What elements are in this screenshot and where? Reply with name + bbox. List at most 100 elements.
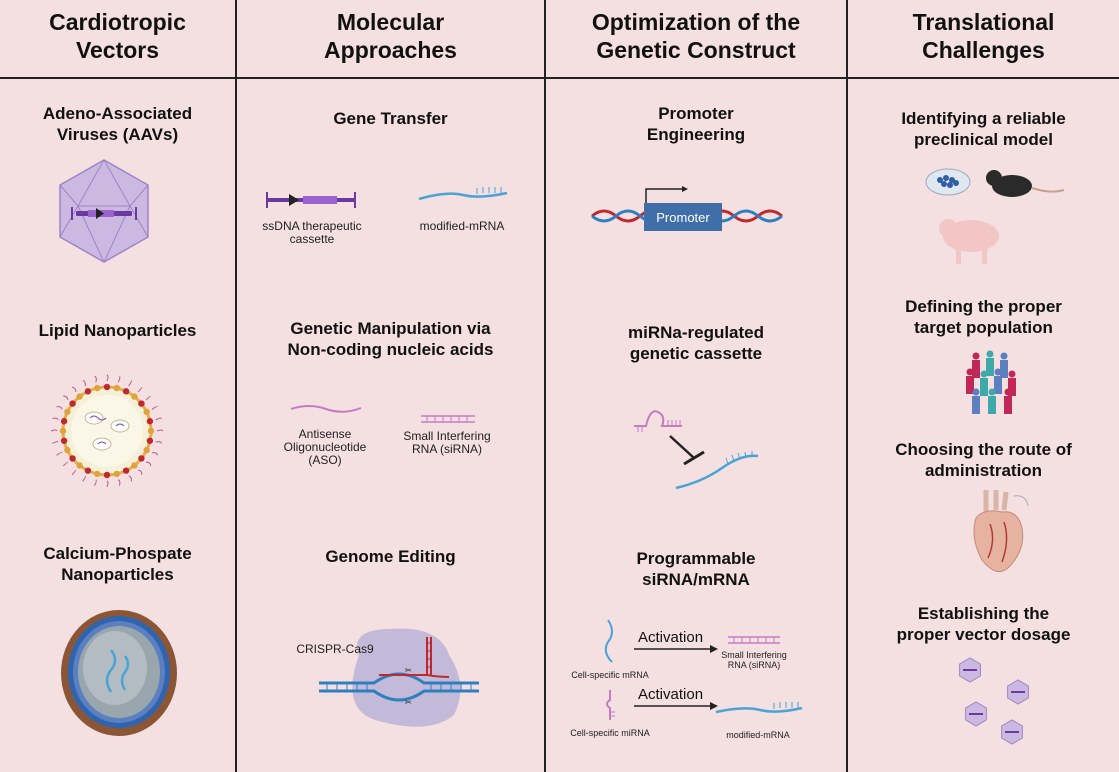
- section-title-aav: Adeno-Associated Viruses (AAVs): [42, 104, 193, 144]
- lipid-head: [146, 437, 154, 444]
- peg-chain: [82, 475, 86, 482]
- person-figure: [980, 370, 988, 396]
- lipid-head: [146, 418, 154, 425]
- label-activation-2: Activation: [638, 686, 704, 703]
- section-title-lnp: Lipid Nanoparticles: [38, 321, 197, 340]
- aav-capsid-small-icon: [1001, 719, 1023, 745]
- peg-chain: [72, 386, 77, 392]
- svg-text:✂: ✂: [405, 666, 412, 675]
- peg-chain: [155, 441, 163, 444]
- aav-capsid-icon: [59, 159, 149, 263]
- peg-chain: [117, 375, 121, 383]
- person-figure: [986, 350, 994, 376]
- column-header: Translational Challenges: [912, 9, 1055, 63]
- lipid-head: [113, 470, 120, 478]
- activation-arrow-2: [634, 702, 718, 710]
- lipid-head: [64, 446, 71, 454]
- peg-chain: [71, 469, 77, 476]
- label-sirna: Small Interfering RNA (siRNA): [403, 429, 491, 456]
- section-title-gene-transfer: Gene Transfer: [333, 109, 448, 128]
- lipid-nanoparticle-icon: [50, 374, 164, 488]
- vector-dosage-icon: [959, 657, 1029, 745]
- person-figure: [972, 388, 980, 414]
- label-ssdna: ssDNA therapeutic cassette: [262, 219, 362, 246]
- peg-chain: [138, 469, 143, 475]
- peg-chain: [50, 429, 58, 432]
- lipid-head: [94, 470, 101, 478]
- lipid-head: [84, 467, 92, 474]
- lipid-head: [138, 455, 145, 462]
- column-translational-challenges: Translational Challenges Identifying a r…: [848, 0, 1119, 772]
- peg-chain: [155, 417, 163, 421]
- lipid-head: [122, 467, 130, 474]
- lipid-head: [131, 393, 138, 400]
- aav-capsid-small-icon: [965, 701, 987, 727]
- activation-arrow-1: [634, 645, 718, 653]
- lipid-head: [76, 393, 83, 400]
- lipid-head: [103, 383, 111, 391]
- lipid-head: [113, 384, 120, 392]
- modified-mrna-output-icon: [715, 702, 803, 714]
- label-aso: Antisense Oligonucleotide (ASO): [283, 427, 367, 467]
- column-genetic-construct: Optimization of the Genetic Construct Pr…: [546, 0, 846, 772]
- section-title-target-population: Defining the proper target population: [905, 297, 1062, 337]
- person-figure: [994, 368, 1002, 394]
- lipid-head: [60, 437, 68, 444]
- peg-chain: [106, 480, 109, 488]
- label-sirna-output: Small Interfering RNA (siRNA): [721, 650, 787, 670]
- section-title-calcium: Calcium-Phospate Nanoparticles: [43, 544, 192, 584]
- column-header: Molecular Approaches: [324, 9, 457, 63]
- aav-capsid-small-icon: [1007, 679, 1029, 705]
- lipid-head: [94, 384, 101, 392]
- lipid-head: [122, 388, 130, 395]
- crispr-cas9-icon: ✂ ✂: [319, 628, 479, 727]
- lipid-head: [147, 427, 155, 435]
- cell-specific-mirna-icon: [606, 690, 615, 720]
- peg-chain: [52, 417, 59, 421]
- divider-2: [544, 0, 546, 772]
- lipid-head: [76, 462, 83, 469]
- lipid-head: [69, 400, 76, 407]
- person-figure: [972, 352, 980, 378]
- divider-1: [235, 0, 237, 772]
- label-promoter: Promoter: [656, 210, 710, 225]
- calcium-phosphate-nanoparticle-icon: [61, 610, 177, 736]
- label-crispr: CRISPR-Cas9: [296, 642, 374, 656]
- lipid-head: [143, 408, 150, 416]
- svg-text:✂: ✂: [405, 698, 412, 707]
- peg-chain: [56, 452, 63, 456]
- mirna-inhibition-icon: [634, 410, 759, 490]
- sirna-output-icon: [728, 636, 780, 644]
- person-figure: [1008, 370, 1016, 396]
- section-title-genome-editing: Genome Editing: [325, 547, 456, 566]
- section-title-route-administration: Choosing the route of administration: [895, 440, 1072, 480]
- peg-chain: [146, 461, 152, 466]
- label-cell-specific-mirna: Cell-specific miRNA: [570, 728, 650, 738]
- peg-chain: [94, 375, 97, 383]
- section-title-noncoding: Genetic Manipulation via Non-coding nucl…: [287, 319, 494, 359]
- column-header: Optimization of the Genetic Construct: [591, 9, 801, 63]
- peg-chain: [145, 395, 151, 401]
- person-figure: [1004, 388, 1012, 414]
- lipid-head: [131, 462, 138, 469]
- divider-3: [846, 0, 848, 772]
- label-mrna-output: modified-mRNA: [726, 730, 790, 740]
- label-activation-1: Activation: [638, 629, 704, 646]
- header-divider: [0, 77, 1119, 79]
- section-title-vector-dosage: Establishing the proper vector dosage: [896, 604, 1071, 644]
- column-header: Cardiotropic Vectors: [49, 9, 186, 63]
- population-icon: [966, 350, 1016, 414]
- section-title-preclinical-model: Identifying a reliable preclinical model: [901, 109, 1066, 149]
- section-title-promoter: Promoter Engineering: [646, 104, 746, 144]
- person-figure: [1000, 352, 1008, 378]
- peg-chain: [82, 380, 86, 387]
- peg-chain: [62, 461, 69, 467]
- lipid-head: [69, 455, 76, 462]
- preclinical-models-icon: [925, 168, 1065, 264]
- ssdna-cassette-icon: [266, 192, 356, 208]
- sirna-icon: [421, 415, 475, 423]
- section-title-programmable: Programmable siRNA/mRNA: [636, 549, 756, 589]
- peg-chain: [63, 395, 69, 400]
- person-figure: [966, 368, 974, 394]
- peg-chain: [137, 387, 143, 393]
